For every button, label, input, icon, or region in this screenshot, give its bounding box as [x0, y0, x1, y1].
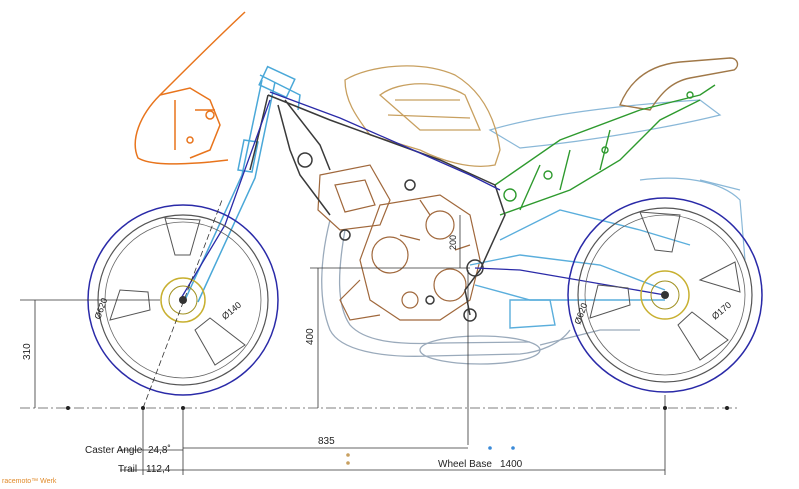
dim-200-label: 200	[448, 235, 458, 250]
dim-310-label: 310	[22, 343, 33, 360]
front-fairing	[134, 11, 246, 165]
wheel-base-label: Wheel Base	[438, 459, 492, 470]
rear-subframe	[494, 84, 716, 216]
trail-label: Trail	[118, 464, 137, 475]
wheel-base-value: 1400	[500, 459, 523, 470]
trail-value: 112,4	[146, 464, 171, 475]
seat	[619, 57, 739, 111]
fuel-tank	[344, 65, 501, 167]
rear-wheel	[567, 197, 763, 393]
front-hub-diameter-label: Ø140	[220, 300, 243, 322]
swingarm	[469, 209, 691, 329]
front-fork	[184, 65, 301, 303]
caster-angle-label: Caster Angle	[85, 445, 143, 456]
dimensions	[20, 199, 729, 475]
dim-835-label: 835	[318, 436, 335, 447]
caster-angle-value: 24,8˚	[148, 444, 171, 456]
rear-fender-outline	[488, 99, 746, 261]
main-frame	[249, 94, 506, 322]
dim-400-label: 400	[305, 328, 316, 345]
watermark: racemoto™ Werk	[2, 478, 57, 485]
exhaust-system	[321, 219, 640, 365]
engine	[317, 164, 481, 321]
rear-hub-diameter-label: Ø170	[710, 300, 733, 322]
